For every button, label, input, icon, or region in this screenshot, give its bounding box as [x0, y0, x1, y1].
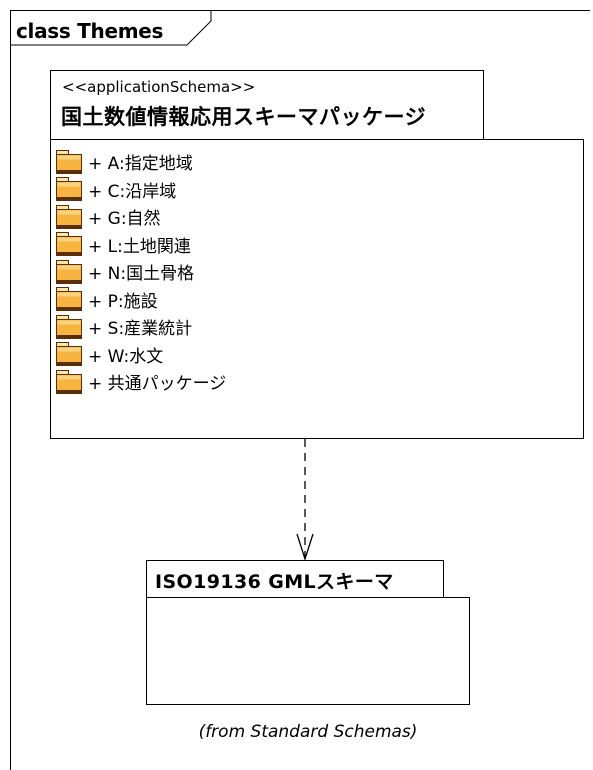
package-body-applicationschema[interactable]: + A:指定地域 + C:沿岸域 + G:自然 + L:土地関連 + N:国土骨… [50, 139, 584, 439]
package-item-label: + L:土地関連 [88, 236, 191, 257]
package-name: 国土数値情報応用スキーマパッケージ [61, 105, 427, 129]
package-item-label: + 共通パッケージ [88, 374, 227, 395]
package-item-label: + W:水文 [88, 346, 164, 367]
package-name: ISO19136 GMLスキーマ [155, 571, 394, 593]
frame-title: class Themes [16, 19, 164, 43]
package-item-label: + S:産業統計 [88, 319, 193, 340]
diagram-frame: class Themes [10, 10, 590, 770]
package-item-label: + C:沿岸域 [88, 181, 177, 202]
package-origin-note: (from Standard Schemas) [198, 722, 418, 742]
package-item-g[interactable]: + G:自然 [56, 203, 226, 231]
folder-icon [56, 177, 82, 202]
package-header-applicationschema[interactable]: <<applicationSchema>> 国土数値情報応用スキーマパッケージ [50, 70, 484, 140]
folder-icon [56, 259, 82, 284]
folder-icon [56, 342, 82, 367]
package-item-w[interactable]: + W:水文 [56, 341, 226, 369]
package-item-common[interactable]: + 共通パッケージ [56, 368, 226, 396]
package-item-label: + A:指定地域 [88, 154, 193, 175]
folder-icon [56, 287, 82, 312]
package-item-label: + P:施設 [88, 291, 158, 312]
folder-icon [56, 204, 82, 229]
package-item-s[interactable]: + S:産業統計 [56, 313, 226, 341]
package-item-a[interactable]: + A:指定地域 [56, 148, 226, 176]
package-stereotype: <<applicationSchema>> [62, 78, 256, 96]
folder-icon [56, 314, 82, 339]
package-body-gml-schema[interactable] [146, 597, 470, 705]
package-item-c[interactable]: + C:沿岸域 [56, 176, 226, 204]
folder-icon [56, 232, 82, 257]
frame-title-tab [11, 11, 212, 46]
package-contents-list: + A:指定地域 + C:沿岸域 + G:自然 + L:土地関連 + N:国土骨… [56, 148, 226, 396]
package-item-label: + N:国土骨格 [88, 264, 195, 285]
package-item-l[interactable]: + L:土地関連 [56, 231, 226, 259]
package-item-n[interactable]: + N:国土骨格 [56, 258, 226, 286]
package-item-p[interactable]: + P:施設 [56, 286, 226, 314]
package-header-gml-schema[interactable]: ISO19136 GMLスキーマ [146, 560, 444, 598]
folder-icon [56, 369, 82, 394]
folder-icon [56, 149, 82, 174]
package-item-label: + G:自然 [88, 209, 161, 230]
